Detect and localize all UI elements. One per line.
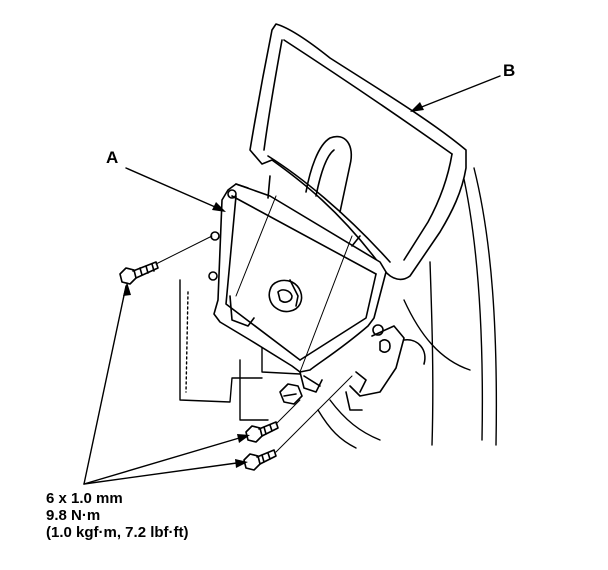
callout-a: A (106, 148, 119, 167)
leader-lines (83, 75, 501, 485)
mounting-bracket (345, 325, 426, 411)
callout-b: B (503, 61, 516, 80)
bolt-size: 6 x 1.0 mm (46, 490, 123, 507)
torque-nm: 9.8 N·m (46, 507, 101, 524)
cover-b (249, 23, 467, 281)
nut (279, 383, 303, 405)
alignment-lines (155, 195, 353, 453)
torque-alt-units: (1.0 kgf·m, 7.2 lbf·ft) (46, 524, 189, 541)
body-panel-outline (179, 167, 498, 449)
bolt-lower (243, 449, 277, 471)
torque-specification: 6 x 1.0 mm 9.8 N·m (1.0 kgf·m, 7.2 lbf·f… (46, 490, 189, 541)
bolt-upper-left (119, 261, 159, 285)
bolt-middle (245, 421, 279, 443)
leader-arrowheads (123, 102, 424, 468)
module-a (208, 175, 387, 393)
